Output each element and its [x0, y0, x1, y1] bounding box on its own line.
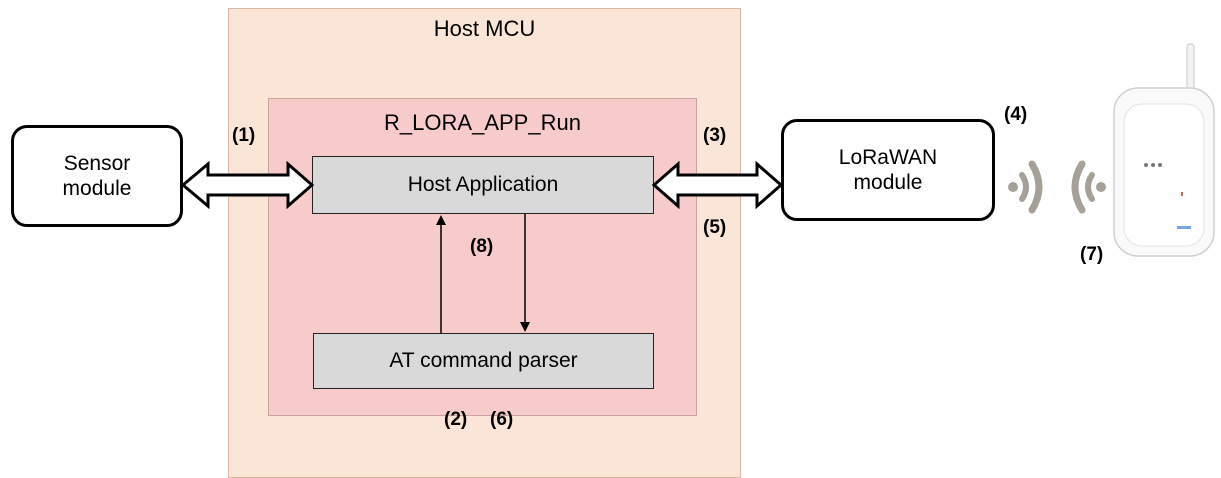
- radio-wave-icon: [1071, 160, 1106, 214]
- step-label-5: (5): [703, 217, 726, 238]
- lorawan-module-line1: LoRaWAN: [838, 146, 938, 169]
- sensor-module-line1: Sensor: [63, 152, 131, 175]
- host-application-label: Host Application: [407, 173, 559, 196]
- step-label-4: (4): [1004, 104, 1027, 125]
- lorawan-module-box: LoRaWAN module: [781, 119, 995, 221]
- lorawan-module-line2: module: [853, 171, 923, 194]
- sensor-module-box: Sensor module: [11, 125, 183, 227]
- step-label-3: (3): [703, 125, 726, 146]
- step-label-8: (8): [470, 236, 493, 257]
- step-label-2: (2): [444, 409, 467, 430]
- at-command-parser-box: AT command parser: [313, 333, 654, 389]
- gateway-device-icon: [1113, 43, 1215, 257]
- host-application-box: Host Application: [312, 156, 654, 214]
- sensor-module-line2: module: [62, 177, 132, 200]
- sensor-host-double-arrow: [180, 160, 315, 210]
- host-mcu-title: Host MCU: [433, 16, 536, 41]
- step-label-6: (6): [490, 409, 513, 430]
- host-lorawan-double-arrow: [651, 160, 784, 210]
- radio-wave-icon: [1008, 160, 1043, 214]
- step-label-1: (1): [232, 125, 255, 146]
- step-label-7: (7): [1080, 244, 1103, 265]
- run-block-title: R_LORA_APP_Run: [384, 110, 581, 135]
- at-command-parser-label: AT command parser: [389, 349, 578, 372]
